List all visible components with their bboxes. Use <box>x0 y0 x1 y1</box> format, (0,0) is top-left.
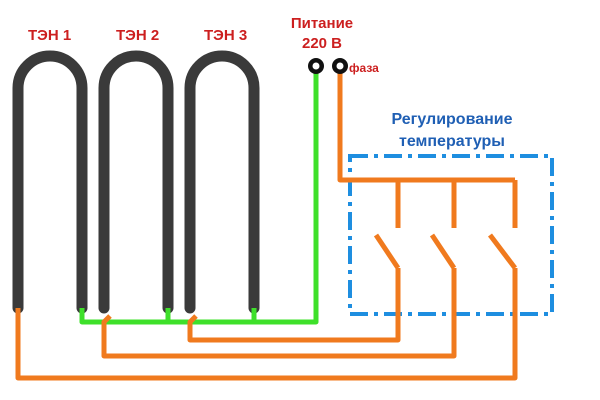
heater-2 <box>98 50 174 314</box>
phase-label: фаза <box>349 61 379 75</box>
phase-terminal-icon <box>332 58 348 74</box>
phase-wire <box>15 68 518 381</box>
regulation-label: Регулирование <box>392 111 513 128</box>
heater-1-label: ТЭН 1 <box>28 27 71 44</box>
neutral-terminal-icon <box>308 58 324 74</box>
regulation-label-line2: температуры <box>399 133 505 150</box>
power-label: Питание <box>291 15 353 32</box>
neutral-wire <box>79 68 319 325</box>
temperature-control-box <box>348 154 554 316</box>
power-voltage-label: 220 В <box>302 35 342 52</box>
heater-2-label: ТЭН 2 <box>116 27 159 44</box>
heater-3-label: ТЭН 3 <box>204 27 247 44</box>
heater-3 <box>184 50 260 314</box>
heater-1 <box>12 50 88 314</box>
